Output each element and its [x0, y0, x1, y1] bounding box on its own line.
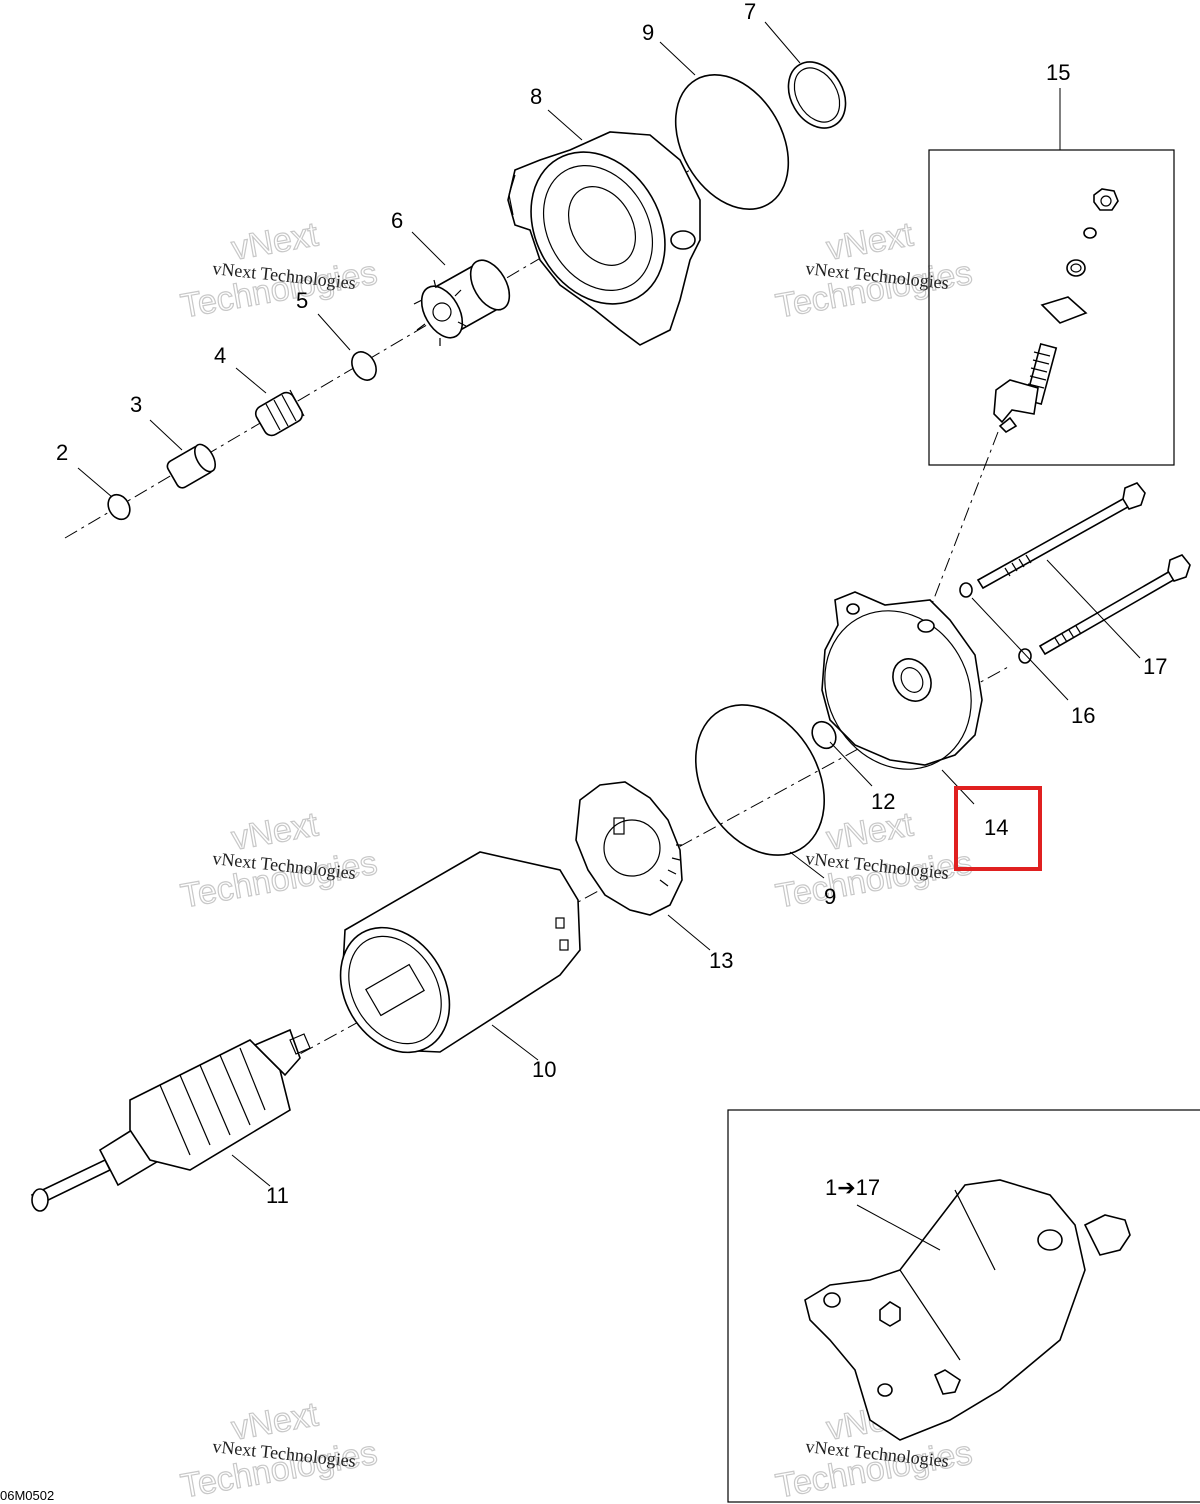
callout-13: 13 — [709, 948, 733, 973]
callout-14: 14 — [984, 815, 1008, 840]
part-16-washer-a — [959, 582, 973, 598]
part-3-bushing — [166, 443, 217, 489]
part-4-spring — [254, 389, 305, 437]
callout-7: 7 — [744, 0, 756, 24]
callout-9-upper: 9 — [642, 20, 654, 45]
callout-labels: 2 3 4 5 6 7 8 9 9 10 11 12 13 14 15 16 1… — [56, 0, 1167, 1208]
part-6-pinion-gear — [413, 259, 511, 346]
svg-text:vNext: vNext — [229, 805, 322, 858]
callout-2: 2 — [56, 440, 68, 465]
part-10-yoke — [339, 851, 581, 1054]
part-7-ring — [787, 61, 847, 129]
assembled-starter-illustration — [804, 1179, 1131, 1441]
callout-11: 11 — [266, 1183, 289, 1208]
assembly-callout: 1➔17 — [825, 1175, 880, 1200]
part-13-brush-plate — [575, 781, 683, 916]
bracket-link-axis — [924, 431, 999, 623]
callout-16: 16 — [1071, 703, 1095, 728]
part-9-oring-lower — [694, 704, 826, 856]
callout-12: 12 — [871, 789, 895, 814]
callout-5: 5 — [296, 288, 308, 313]
part-16-washer-b — [1018, 648, 1032, 664]
callout-15: 15 — [1046, 60, 1070, 85]
callout-9-lower: 9 — [824, 884, 836, 909]
part-8-drive-housing — [507, 131, 701, 346]
callout-4: 4 — [214, 343, 226, 368]
part-2-small-ring — [107, 493, 131, 521]
callout-17: 17 — [1143, 654, 1167, 679]
document-code: 06M0502 — [0, 1488, 54, 1503]
inset-box-assembled-starter — [727, 1109, 1200, 1503]
callout-3: 3 — [130, 392, 142, 417]
svg-text:vNext: vNext — [824, 215, 917, 268]
inset-box-part-15 — [928, 149, 1175, 466]
callout-14-highlight-box — [954, 786, 1042, 871]
part-11-armature — [30, 1028, 311, 1212]
callout-10: 10 — [532, 1057, 556, 1082]
callout-8: 8 — [530, 84, 542, 109]
leader-lines — [77, 21, 1141, 1251]
callout-6: 6 — [391, 208, 403, 233]
svg-text:vNext: vNext — [229, 215, 322, 268]
part-14-end-housing — [821, 591, 983, 770]
part-12-ring — [811, 720, 837, 750]
part-15-hardware-kit — [993, 188, 1119, 434]
part-17-through-bolts — [976, 482, 1191, 656]
part-5-ring — [351, 351, 377, 381]
part-9-oring-upper — [674, 74, 790, 210]
